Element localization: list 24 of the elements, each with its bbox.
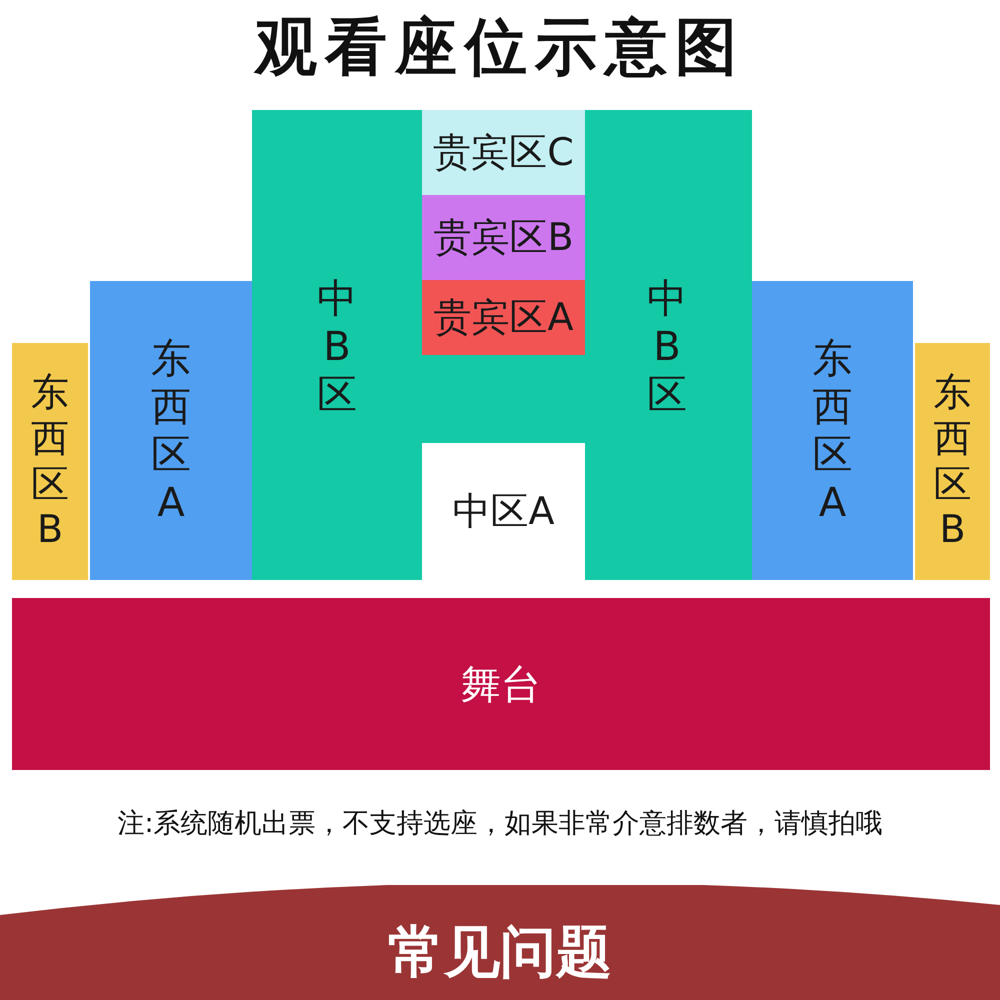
section-label: 贵宾区A — [434, 294, 574, 341]
section-label: 舞台 — [461, 660, 541, 710]
seating-section — [422, 280, 585, 355]
title: 观看座位示意图 — [252, 9, 746, 85]
section-label: 东西区A — [151, 334, 191, 526]
section-label: 贵宾区B — [433, 214, 574, 261]
seating-section — [915, 343, 990, 580]
seating-section — [252, 110, 752, 580]
section-label: 中B区 — [317, 275, 357, 419]
heading-band — [0, 885, 1000, 1000]
section-label: 中区A — [452, 488, 554, 535]
note-text: 注:系统随机出票，不支持选座，如果非常介意排数者，请慎拍哦 — [116, 807, 884, 841]
seating-section — [422, 110, 585, 195]
section-label: 东西区B — [31, 370, 69, 553]
seating-section — [422, 195, 585, 280]
seating-section — [12, 343, 88, 580]
section-label: 东西区B — [934, 370, 972, 553]
section-label: 中B区 — [647, 275, 687, 419]
seating-section — [752, 281, 913, 580]
band-heading: 常见问题 — [387, 925, 613, 981]
section-label: 东西区A — [812, 334, 852, 526]
section-label: 贵宾区C — [433, 129, 574, 176]
stage-area — [12, 598, 990, 770]
seating-section — [90, 281, 252, 580]
